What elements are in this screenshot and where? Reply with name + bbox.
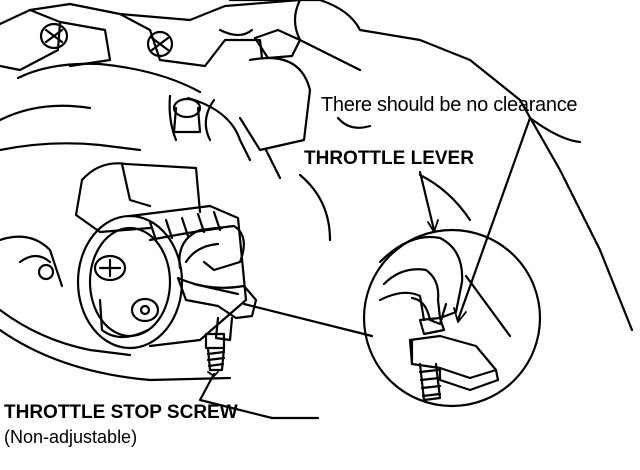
- magnifier-connector: [242, 302, 374, 338]
- throttle-stop-screw-icon: [204, 332, 226, 372]
- throttle-body: [76, 204, 248, 350]
- magnified-detail-circle: [362, 228, 542, 408]
- throttle-lever-leader: [418, 170, 439, 233]
- intake-manifold: [0, 0, 634, 332]
- vacuum-hose: [0, 162, 232, 382]
- throttle-stop-screw-note: (Non-adjustable): [4, 427, 138, 447]
- clearance-note-label: There should be no clearance: [321, 94, 578, 116]
- throttle-lever-label: THROTTLE LEVER: [304, 148, 474, 169]
- manifold-bolt-icon: [39, 22, 302, 134]
- stop-screw-leader: [198, 371, 320, 420]
- throttle-stop-screw-label: THROTTLE STOP SCREW: [4, 402, 238, 423]
- clearance-leader: [336, 116, 582, 323]
